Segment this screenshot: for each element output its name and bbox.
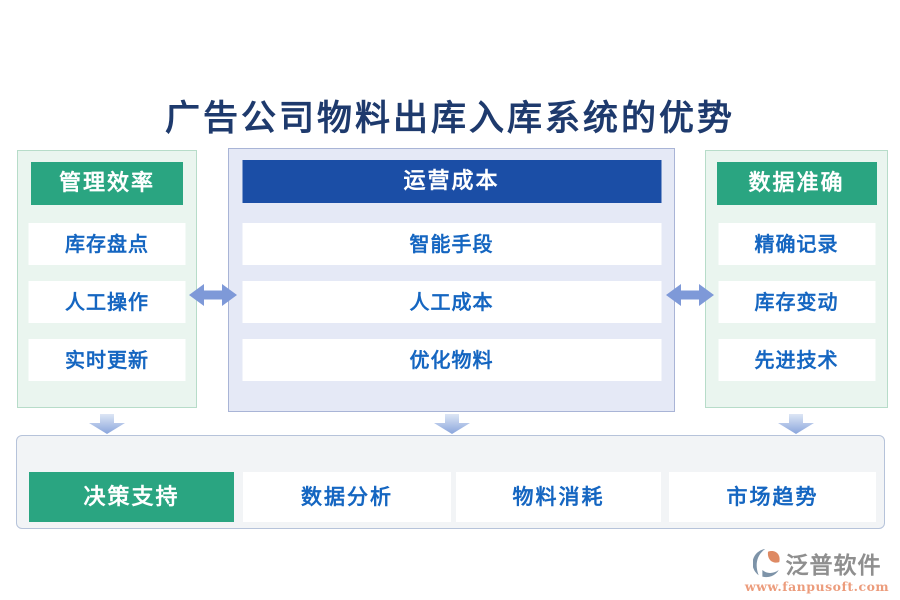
- down-arrow-icon: [434, 414, 470, 434]
- item-labor-cost: 人工成本: [242, 281, 661, 323]
- fanpu-swirl-logo-icon: [752, 548, 783, 578]
- column-header-management-efficiency: 管理效率: [31, 162, 183, 205]
- card-data-analysis: 数据分析: [243, 472, 451, 522]
- brand-website: www.fanpusoft.com: [744, 579, 890, 594]
- item-smart-methods: 智能手段: [242, 223, 661, 265]
- card-material-consumption: 物料消耗: [456, 472, 661, 522]
- item-accurate-records: 精确记录: [718, 223, 875, 265]
- item-realtime-update: 实时更新: [28, 339, 186, 381]
- double-arrow-icon: [666, 282, 714, 308]
- double-arrow-icon: [189, 282, 237, 308]
- panel-data-accuracy: 数据准确 精确记录 库存变动 先进技术: [705, 150, 888, 408]
- panel-management-efficiency: 管理效率 库存盘点 人工操作 实时更新: [17, 150, 197, 408]
- item-inventory-check: 库存盘点: [28, 223, 186, 265]
- down-arrow-icon: [89, 414, 125, 434]
- item-advanced-technology: 先进技术: [718, 339, 875, 381]
- card-decision-support: 决策支持: [29, 472, 234, 522]
- bottom-summary-bar: 决策支持 数据分析 物料消耗 市场趋势: [16, 435, 885, 529]
- page-title: 广告公司物料出库入库系统的优势: [164, 98, 735, 139]
- item-inventory-changes: 库存变动: [718, 281, 875, 323]
- column-header-data-accuracy: 数据准确: [716, 162, 877, 205]
- item-material-optimization: 优化物料: [242, 339, 661, 381]
- brand-logo: 泛普软件 www.fanpusoft.com: [742, 546, 892, 594]
- item-manual-operation: 人工操作: [28, 281, 186, 323]
- down-arrow-icon: [778, 414, 814, 434]
- brand-name: 泛普软件: [785, 552, 882, 579]
- column-header-operating-cost: 运营成本: [242, 160, 661, 203]
- card-market-trends: 市场趋势: [669, 472, 876, 522]
- panel-operating-cost: 运营成本 智能手段 人工成本 优化物料: [228, 148, 675, 412]
